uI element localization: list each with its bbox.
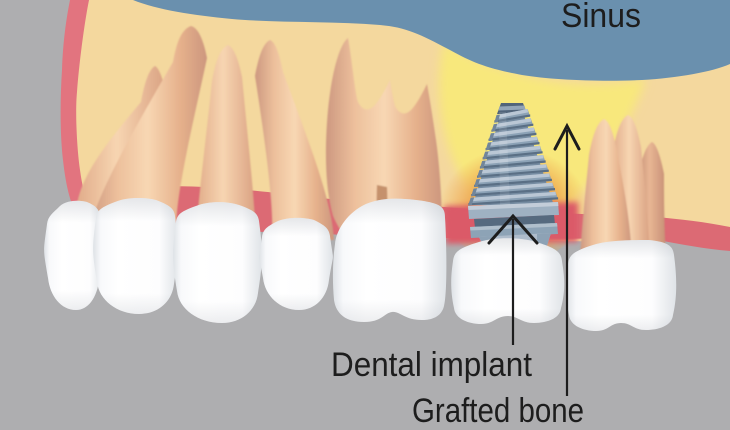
svg-text:Grafted bone: Grafted bone <box>412 392 584 430</box>
svg-text:Sinus: Sinus <box>561 0 641 35</box>
svg-text:Dental implant: Dental implant <box>331 346 533 384</box>
